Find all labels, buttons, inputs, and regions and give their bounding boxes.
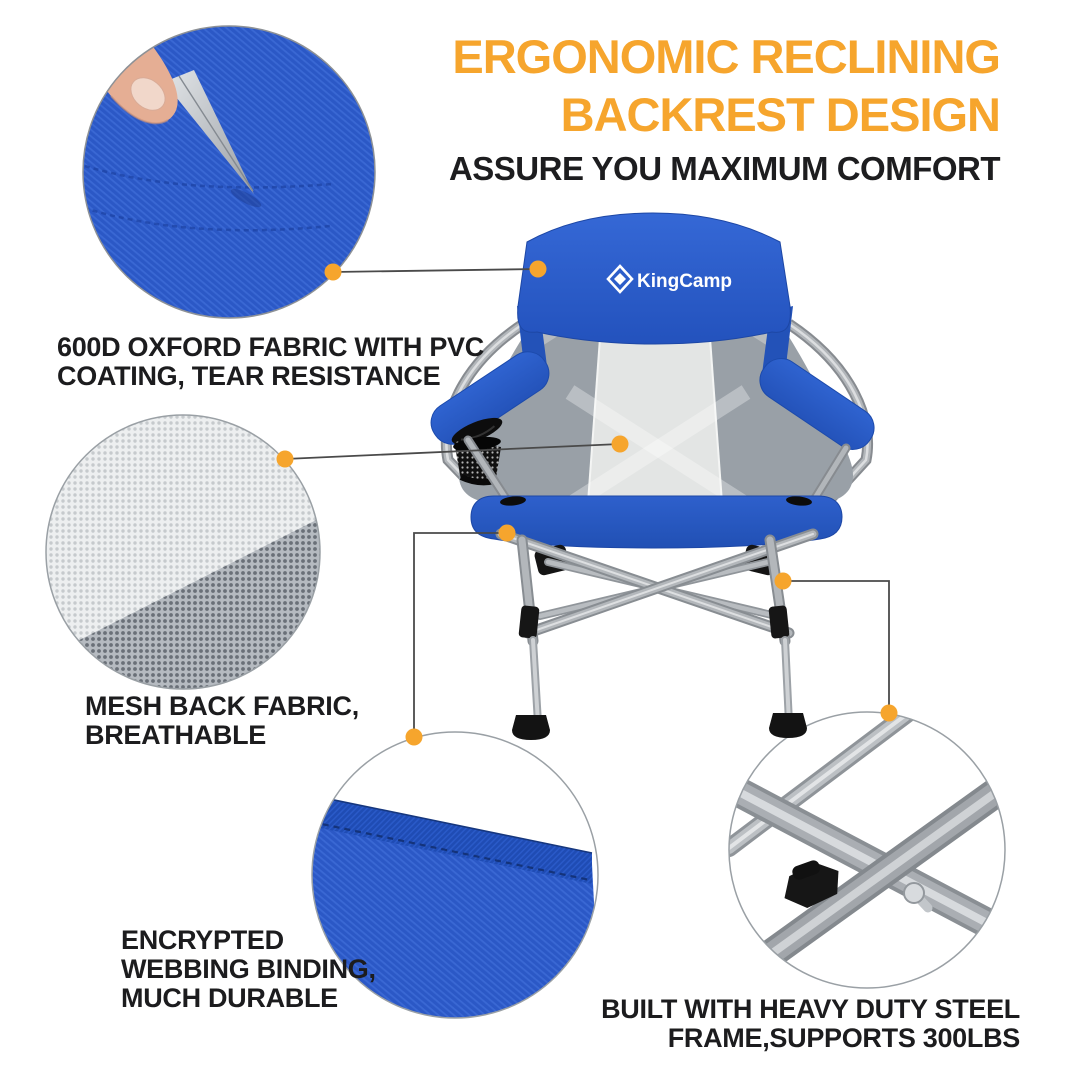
front-cross-tubes xyxy=(495,528,819,639)
page-subtitle: ASSURE YOU MAXIMUM COMFORT xyxy=(448,150,1001,187)
page-title: ERGONOMIC RECLINING BACKREST DESIGN xyxy=(452,28,1001,144)
fabric-seam-stitch xyxy=(83,206,331,232)
black-knob xyxy=(784,860,839,908)
armrest-right xyxy=(759,358,875,450)
foot-left xyxy=(512,715,550,740)
callout-dot-webbing-chair xyxy=(498,524,516,542)
blade-shadow xyxy=(230,188,262,208)
frame-label-line-1: BUILT WITH HEAVY DUTY STEEL xyxy=(601,994,1020,1024)
finger-shade xyxy=(110,95,169,125)
frame-callout-label: BUILT WITH HEAVY DUTY STEEL FRAME,SUPPOR… xyxy=(601,995,1020,1053)
webbing-callout-label: ENCRYPTED WEBBING BINDING, MUCH DURABLE xyxy=(121,926,376,1013)
webbing-band-edge xyxy=(312,794,593,854)
circle-border xyxy=(728,711,1006,989)
circle-border xyxy=(45,414,321,690)
frame-rivet-pin xyxy=(903,882,933,913)
lower-legs xyxy=(529,636,793,727)
callout-dot-mesh-chair xyxy=(611,435,629,453)
webbing-stitch xyxy=(312,820,591,882)
seat-tube-slot-left xyxy=(500,496,526,506)
product-photo-chair: KingCamp xyxy=(430,212,875,740)
blade-icon xyxy=(164,70,254,194)
leg-collar-right xyxy=(768,605,790,639)
circle-border xyxy=(82,25,376,319)
detail-circle-mesh xyxy=(45,414,321,690)
webbing-label-line-3: MUCH DURABLE xyxy=(121,983,338,1013)
stripe-piping xyxy=(709,337,723,504)
mesh-texture-dark xyxy=(46,512,320,689)
callout-dot-webbing-circle xyxy=(405,728,423,746)
callout-dot-fabric-chair xyxy=(529,260,547,278)
callout-dot-frame-circle xyxy=(880,704,898,722)
seat-panel xyxy=(470,495,843,549)
webbing-label-line-2: WEBBING BINDING, xyxy=(121,954,376,984)
steel-tube-main xyxy=(729,776,1005,947)
stripe-piping xyxy=(587,337,601,504)
callout-line-mesh xyxy=(284,443,621,460)
detail-circle-frame xyxy=(728,711,1006,989)
seat-tube-slot-right xyxy=(786,496,812,506)
kingcamp-diamond-icon xyxy=(606,264,634,294)
circle-border xyxy=(311,731,599,1019)
mesh-callout-label: MESH BACK FABRIC, BREATHABLE xyxy=(85,692,359,750)
callout-line-fabric xyxy=(332,268,539,273)
steel-tube-rear xyxy=(729,712,916,857)
callout-line-frame xyxy=(783,580,890,713)
armrest-support-tube-right xyxy=(807,443,851,508)
armrest-left xyxy=(430,351,550,445)
fingernail xyxy=(130,77,166,111)
brand-logo: KingCamp xyxy=(606,264,732,294)
backrest-panel xyxy=(517,212,791,345)
detail-circle-webbing xyxy=(311,731,599,1019)
brand-logo-text: KingCamp xyxy=(637,271,732,292)
callout-dot-fabric-circle xyxy=(324,263,342,281)
fabric-label-line-2: COATING, TEAR RESISTANCE xyxy=(57,361,441,391)
callout-dot-frame-chair xyxy=(774,572,792,590)
detail-circle-fabric xyxy=(82,25,376,319)
kingcamp-diamond-inner xyxy=(614,273,626,285)
title-line-1: ERGONOMIC RECLINING xyxy=(452,30,1001,83)
callout-lines xyxy=(284,268,890,737)
callout-dot-mesh-circle xyxy=(276,450,294,468)
cross-straps xyxy=(563,385,753,503)
frame-label-line-2: FRAME,SUPPORTS 300LBS xyxy=(667,1023,1021,1053)
fabric-callout-label: 600D OXFORD FABRIC WITH PVC COATING, TEA… xyxy=(57,333,484,391)
leg-collar-left xyxy=(518,605,540,639)
back-frame-tube-right xyxy=(785,319,874,510)
fabric-label-line-1: 600D OXFORD FABRIC WITH PVC xyxy=(57,332,484,362)
blade-edge xyxy=(178,75,254,192)
webbing-label-line-1: ENCRYPTED xyxy=(121,925,284,955)
mesh-label-line-1: MESH BACK FABRIC, xyxy=(85,691,359,721)
callout-line-webbing xyxy=(413,532,507,737)
webbing-band xyxy=(312,795,592,884)
oxford-fabric-texture xyxy=(83,26,375,318)
title-line-2: BACKREST DESIGN xyxy=(560,88,1001,141)
steel-tube-cross xyxy=(745,773,1005,977)
foot-right xyxy=(769,713,807,738)
callout-dots xyxy=(276,260,898,746)
mesh-center-stripe xyxy=(588,338,722,503)
mesh-label-line-2: BREATHABLE xyxy=(85,720,266,750)
